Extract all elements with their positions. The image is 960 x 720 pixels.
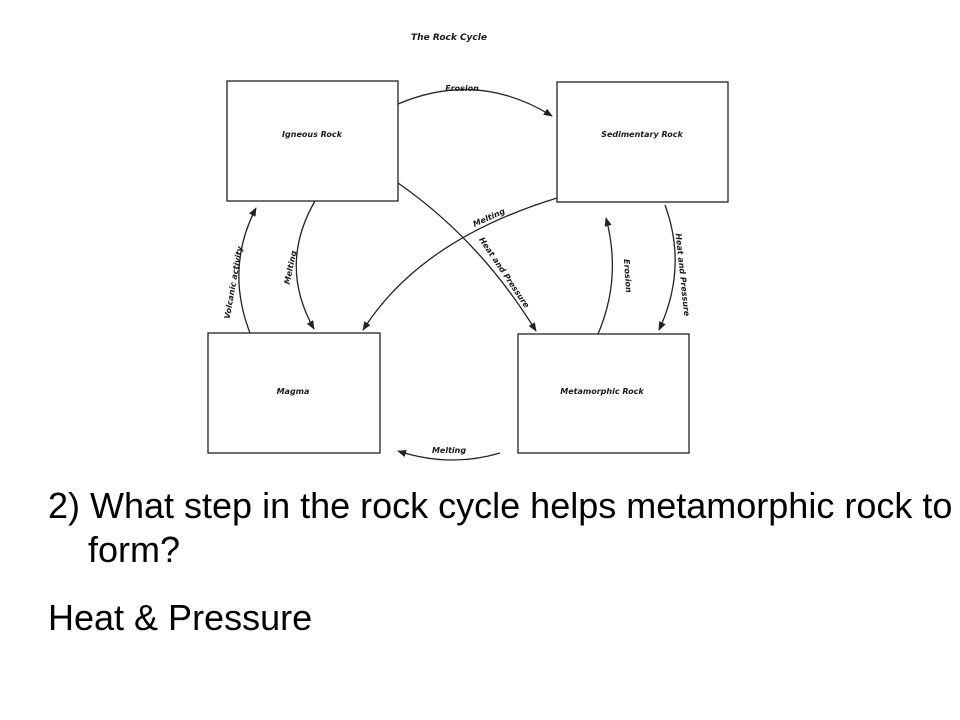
melting-label-diagonal: Melting bbox=[472, 207, 507, 229]
volcanic-activity-label: Volcanic activity bbox=[223, 245, 245, 320]
igneous-rock-label: Igneous Rock bbox=[282, 130, 343, 139]
sedimentary-rock-box bbox=[556, 81, 729, 203]
erosion-arrow-right bbox=[597, 217, 613, 335]
erosion-label-right: Erosion bbox=[622, 259, 633, 293]
melting-arrow-left bbox=[295, 200, 316, 330]
metamorphic-rock-label: Metamorphic Rock bbox=[560, 387, 644, 396]
volcanic-activity-arrow bbox=[238, 207, 257, 334]
sedimentary-rock-label: Sedimentary Rock bbox=[601, 130, 683, 139]
melting-arrow-bottom bbox=[397, 450, 501, 461]
question-text: 2) What step in the rock cycle helps met… bbox=[48, 485, 953, 570]
heat-pressure-label-right: Heat and Pressure bbox=[674, 233, 692, 317]
erosion-arrow-top bbox=[397, 89, 553, 117]
metamorphic-rock-box bbox=[517, 333, 690, 454]
melting-arrow-diagonal bbox=[362, 197, 558, 331]
answer-text: Heat & Pressure bbox=[48, 597, 313, 638]
melting-label-bottom: Melting bbox=[432, 446, 466, 455]
magma-box bbox=[207, 332, 381, 454]
erosion-label-top: Erosion bbox=[445, 84, 479, 93]
magma-label: Magma bbox=[277, 387, 310, 396]
heat-pressure-label-diagonal: Heat and Pressure bbox=[477, 236, 531, 311]
heat-pressure-arrow-right bbox=[658, 204, 676, 331]
heat-pressure-arrow-diagonal bbox=[397, 182, 537, 332]
igneous-rock-box bbox=[226, 80, 399, 202]
diagram-title: The Rock Cycle bbox=[411, 33, 487, 43]
rock-cycle-diagram: The Rock Cycle Igneous Rock Sedimentary … bbox=[207, 33, 729, 461]
